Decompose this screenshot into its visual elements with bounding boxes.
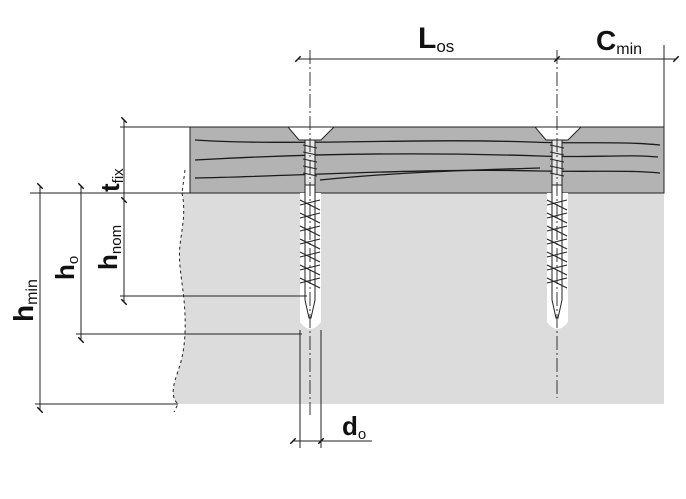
anchor-center-lines [309,50,558,415]
label-c-min: Cmin [596,25,642,58]
wood-grain-lines [194,139,661,181]
dimension-lines [30,45,680,448]
label-l-os: Los [418,22,454,56]
label-h-min: hmin [8,279,41,322]
concrete-base [173,193,665,404]
label-t-fix: tfix [95,168,127,192]
label-h-nom: hnom [93,225,125,270]
fixture-board [189,126,665,194]
label-h-o: ho [50,256,82,280]
label-d-o: do [342,411,366,443]
